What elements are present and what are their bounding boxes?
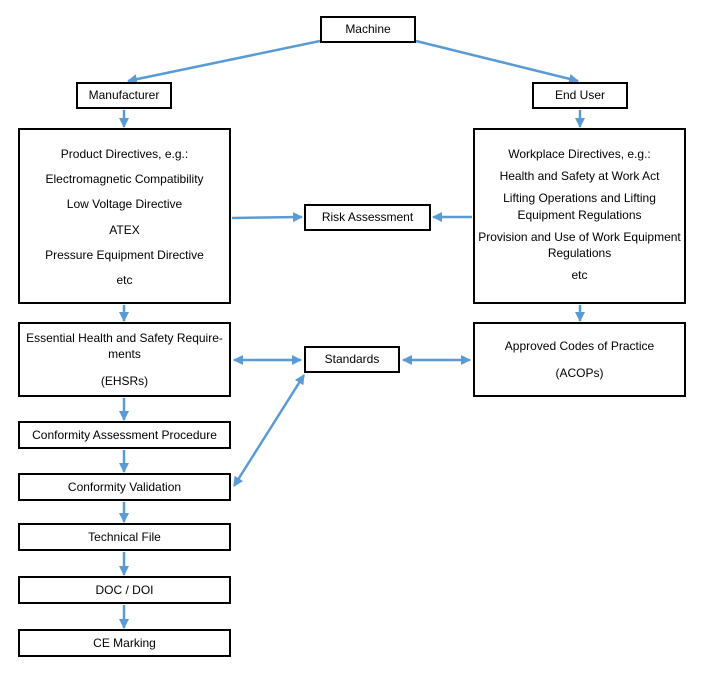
workplace-directives-node: Workplace Directives, e.g.: Health and S…	[473, 128, 686, 304]
risk-assessment-node: Risk Assessment	[304, 204, 431, 231]
standards-node: Standards	[304, 346, 400, 373]
standards-label: Standards	[324, 352, 380, 367]
ce-marking-node: CE Marking	[18, 629, 231, 657]
product-directive-item: Electromagnetic Compatibility	[45, 172, 204, 187]
acop-title: Approved Codes of Practice	[504, 339, 655, 354]
technical-file-node: Technical File	[18, 523, 231, 551]
product-directive-etc: etc	[116, 272, 133, 287]
product-directives-heading: Product Directives, e.g.:	[60, 147, 189, 161]
ehsr-node: Essential Health and Safety Require-ment…	[18, 322, 231, 397]
conformity-procedure-label: Conformity Assessment Procedure	[32, 427, 217, 442]
acop-abbrev: (ACOPs)	[555, 365, 604, 380]
end-user-node: End User	[532, 82, 628, 109]
product-directive-item: Low Voltage Directive	[66, 197, 183, 212]
conformity-validation-label: Conformity Validation	[67, 479, 182, 494]
machine-label: Machine	[345, 22, 391, 37]
workplace-directive-item: Lifting Operations and Lifting Equipment…	[503, 191, 656, 222]
conformity-validation-node: Conformity Validation	[18, 473, 231, 501]
workplace-directive-item: Provision and Use of Work Equipment Regu…	[478, 229, 681, 260]
risk-assessment-label: Risk Assessment	[321, 210, 414, 225]
conformity-procedure-node: Conformity Assessment Procedure	[18, 421, 231, 449]
doc-doi-label: DOC / DOI	[95, 582, 154, 597]
product-directive-item: ATEX	[109, 222, 140, 237]
product-directives-node: Product Directives, e.g.: Electromagneti…	[18, 128, 231, 304]
manufacturer-node: Manufacturer	[76, 82, 172, 109]
technical-file-label: Technical File	[88, 529, 161, 544]
arrow-standards-validation	[232, 374, 306, 487]
workplace-directive-item: Health and Safety at Work Act	[499, 169, 660, 184]
arrow-machine-manufacturer	[127, 39, 321, 85]
arrow-machine-enduser	[415, 39, 579, 84]
doc-doi-node: DOC / DOI	[18, 576, 231, 604]
machine-node: Machine	[320, 16, 416, 43]
acop-node: Approved Codes of Practice (ACOPs)	[473, 322, 686, 397]
ce-marking-label: CE Marking	[93, 635, 156, 650]
workplace-directive-etc: etc	[571, 268, 588, 283]
workplace-directives-heading: Workplace Directives, e.g.:	[508, 147, 651, 161]
ehsr-abbrev: (EHSRs)	[100, 373, 149, 388]
manufacturer-label: Manufacturer	[88, 88, 160, 103]
product-directive-item: Pressure Equipment Directive	[45, 247, 204, 262]
ehsr-title: Essential Health and Safety Require-ment…	[26, 331, 223, 362]
end-user-label: End User	[554, 88, 606, 103]
arrow-product-risk	[231, 212, 303, 223]
